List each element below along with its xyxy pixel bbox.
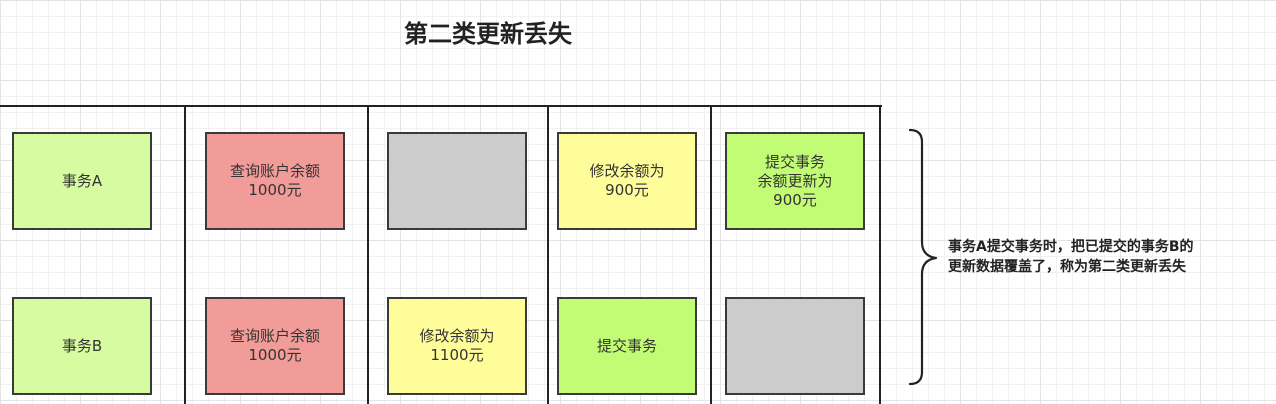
transaction-b-modify-balance: 修改余额为 1100元	[387, 297, 527, 395]
transaction-a-idle	[387, 132, 527, 230]
transaction-a-query-balance: 查询账户余额 1000元	[205, 132, 345, 230]
transaction-b-commit: 提交事务	[557, 297, 697, 395]
transaction-a-label: 事务A	[12, 132, 152, 230]
annotation-note: 事务A提交事务时，把已提交的事务B的 更新数据覆盖了，称为第二类更新丢失	[948, 239, 1194, 275]
column-divider-4	[710, 105, 712, 404]
column-divider-5	[879, 105, 881, 404]
curly-brace-icon	[908, 128, 938, 386]
timeline-top-line	[0, 105, 882, 107]
diagram-title: 第二类更新丢失	[404, 20, 572, 48]
column-divider-2	[367, 105, 369, 404]
transaction-b-idle	[725, 297, 865, 395]
column-divider-1	[184, 105, 186, 404]
transaction-a-modify-balance: 修改余额为 900元	[557, 132, 697, 230]
transaction-b-query-balance: 查询账户余额 1000元	[205, 297, 345, 395]
column-divider-3	[547, 105, 549, 404]
transaction-a-commit: 提交事务 余额更新为 900元	[725, 132, 865, 230]
transaction-b-label: 事务B	[12, 297, 152, 395]
